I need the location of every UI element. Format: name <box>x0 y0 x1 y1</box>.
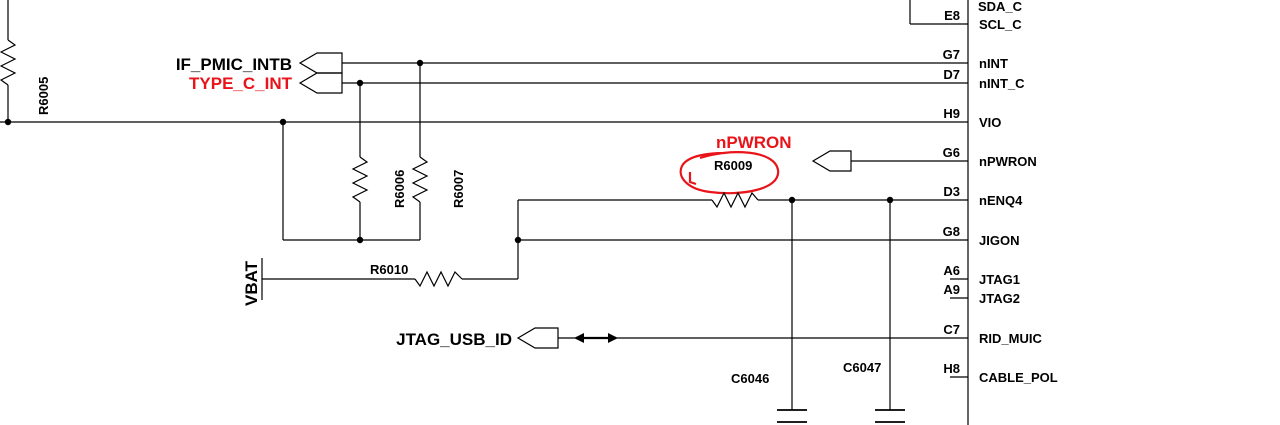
pin-number: A9 <box>943 282 960 297</box>
npwron-port <box>811 150 852 172</box>
red-mark-annotation <box>688 172 697 186</box>
junction <box>356 236 364 244</box>
arrow-right-head <box>608 333 618 343</box>
npwron-annotation-label: nPWRON <box>716 133 792 152</box>
pin-name: nPWRON <box>979 154 1037 169</box>
jtag-usb-id-port <box>516 327 559 349</box>
c6047-label: C6047 <box>843 360 881 375</box>
red-circle-annotation <box>679 151 780 195</box>
pin-number: G6 <box>943 145 960 160</box>
r6006-label: R6006 <box>392 170 407 208</box>
r6009-zigzag <box>711 191 759 209</box>
c6046-label: C6046 <box>731 371 769 386</box>
type-c-int-port <box>298 72 343 94</box>
pin-name: SCL_C <box>979 17 1022 32</box>
pin-name: nINT_C <box>979 76 1025 91</box>
pin-name: VIO <box>979 115 1001 130</box>
junction <box>4 118 12 126</box>
r6005-zigzag <box>0 39 17 86</box>
r6007-label: R6007 <box>451 170 466 208</box>
pin-name: CABLE_POL <box>979 370 1058 385</box>
pin-number: D3 <box>943 184 960 199</box>
arrow-left-head <box>574 333 584 343</box>
r6010-zigzag <box>414 270 463 288</box>
pin-number: G7 <box>943 47 960 62</box>
jtag-usb-id-label: JTAG_USB_ID <box>396 330 512 349</box>
pin-name: JTAG1 <box>979 272 1020 287</box>
r6009-label: R6009 <box>714 158 752 173</box>
pin-name-sda: SDA_C <box>978 0 1023 14</box>
pin-name: nENQ4 <box>979 193 1023 208</box>
pin-name: RID_MUIC <box>979 331 1042 346</box>
pin-number: G8 <box>943 224 960 239</box>
type-c-int-label: TYPE_C_INT <box>189 74 293 93</box>
r6007-zigzag <box>411 156 429 203</box>
pin-number: D7 <box>943 67 960 82</box>
pin-name: JTAG2 <box>979 291 1020 306</box>
r6006-zigzag <box>351 156 369 203</box>
junction <box>514 236 522 244</box>
pin-number: E8 <box>944 8 960 23</box>
pin-number: H9 <box>943 106 960 121</box>
pin-name: nINT <box>979 56 1008 71</box>
pin-number: H8 <box>943 361 960 376</box>
pin-number: A6 <box>943 263 960 278</box>
if-pmic-intb-port <box>298 52 343 74</box>
vbat-label: VBAT <box>242 260 261 306</box>
r6005-label: R6005 <box>36 77 51 115</box>
if-pmic-intb-label: IF_PMIC_INTB <box>176 55 292 74</box>
r6010-label: R6010 <box>370 262 408 277</box>
pin-name: JIGON <box>979 233 1019 248</box>
pin-number: C7 <box>943 322 960 337</box>
